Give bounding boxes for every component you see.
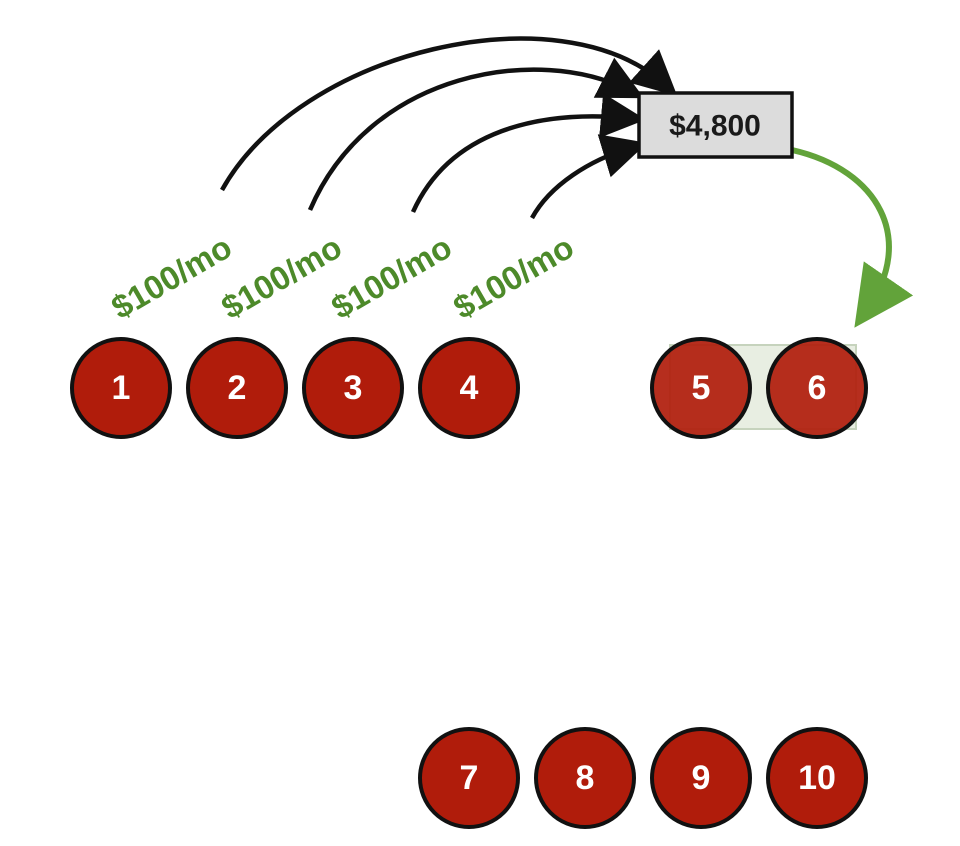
member-node-10: 10 [766,727,868,829]
rate-label-2: $100/mo [215,228,348,326]
member-node-7: 7 [418,727,520,829]
contribution-arrow-2 [307,57,645,211]
contribution-arrow-3 [410,93,646,213]
member-node-6: 6 [766,337,868,439]
contribution-arrow-4 [530,134,648,220]
member-node-label: 1 [112,369,131,407]
member-node-label: 9 [692,759,711,797]
total-amount: $4,800 [669,110,761,143]
member-node-label: 10 [798,759,836,797]
member-node-4: 4 [418,337,520,439]
member-node-3: 3 [302,337,404,439]
rate-label-1: $100/mo [105,228,238,326]
contribution-arrow-1 [220,36,678,192]
member-node-2: 2 [186,337,288,439]
total-box: $4,800 [637,91,794,159]
member-node-9: 9 [650,727,752,829]
member-node-1: 1 [70,337,172,439]
member-node-label: 6 [808,369,827,407]
rate-label-4: $100/mo [447,228,580,326]
member-node-label: 2 [228,369,247,407]
member-node-label: 7 [460,759,479,797]
member-node-label: 5 [692,369,711,407]
member-node-label: 8 [576,759,595,797]
payout-arrow [791,147,914,328]
member-node-8: 8 [534,727,636,829]
rate-label-3: $100/mo [325,228,458,326]
member-node-5: 5 [650,337,752,439]
member-node-label: 4 [460,369,479,407]
member-node-label: 3 [344,369,363,407]
